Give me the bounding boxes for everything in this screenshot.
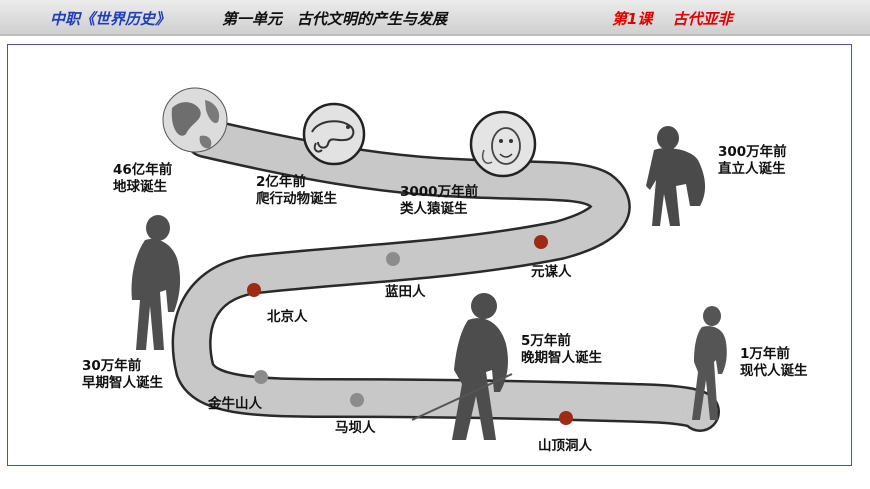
site-dot-beijing xyxy=(247,283,261,297)
site-dot-yuanmou xyxy=(534,235,548,249)
globe-icon xyxy=(162,87,228,153)
site-label-shandingdong: 山顶洞人 xyxy=(538,438,592,454)
site-dot-jinniushan xyxy=(254,370,268,384)
milestone-early-sapiens: 30万年前 早期智人诞生 xyxy=(82,358,163,391)
ape-face-icon xyxy=(469,110,537,178)
site-label-maba: 马坝人 xyxy=(335,420,376,436)
late-sapiens-figure xyxy=(411,293,513,440)
site-label-beijing: 北京人 xyxy=(267,309,308,325)
header-bar: 中职《世界历史》 第一单元 古代文明的产生与发展 第1课 古代亚非 xyxy=(0,0,870,36)
upright-man-figure xyxy=(646,126,706,226)
site-label-jinniushan: 金牛山人 xyxy=(208,396,262,412)
site-dot-lantian xyxy=(386,252,400,266)
milestone-modern-man: 1万年前 现代人诞生 xyxy=(740,346,808,379)
lesson-title: 第1课 古代亚非 xyxy=(612,10,733,28)
site-dot-maba xyxy=(350,393,364,407)
course-title: 中职《世界历史》 xyxy=(50,10,171,28)
reptile-icon xyxy=(302,102,366,166)
site-dot-shandingdong xyxy=(559,411,573,425)
modern-man-figure xyxy=(692,306,727,420)
early-sapiens-figure xyxy=(131,215,181,350)
milestone-reptile: 2亿年前 爬行动物诞生 xyxy=(256,174,337,207)
milestone-late-sapiens: 5万年前 晚期智人诞生 xyxy=(521,333,602,366)
milestone-earth: 46亿年前 地球诞生 xyxy=(113,162,173,195)
unit-title: 第一单元 古代文明的产生与发展 xyxy=(222,10,448,28)
milestone-homo-erectus: 300万年前 直立人诞生 xyxy=(718,144,787,177)
site-label-lantian: 蓝田人 xyxy=(385,284,426,300)
site-label-yuanmou: 元谋人 xyxy=(531,264,572,280)
milestone-ape: 3000万年前 类人猿诞生 xyxy=(400,184,479,217)
